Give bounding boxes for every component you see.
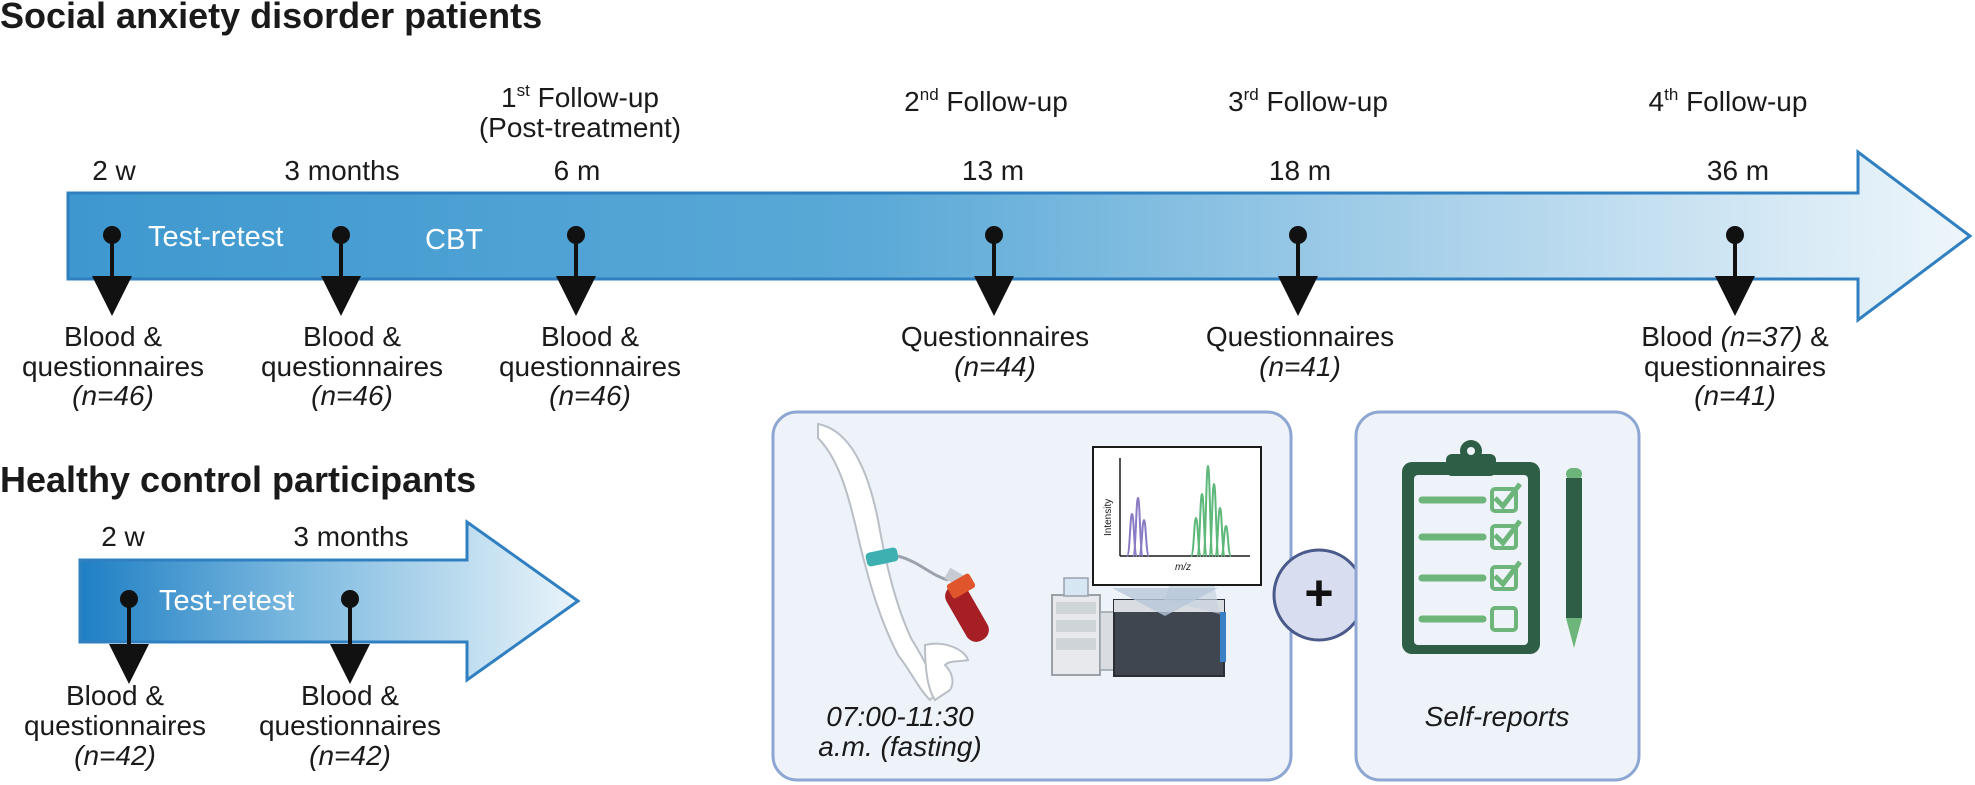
hc-time-label-2w: 2 w <box>101 521 145 552</box>
hc-phase-test-retest: Test-retest <box>159 585 294 617</box>
svg-text:questionnaires: questionnaires <box>1644 351 1826 382</box>
svg-text:(n=46): (n=46) <box>72 380 154 411</box>
phase-cbt: CBT <box>425 224 483 256</box>
time-label-6m: 6 m <box>554 155 601 186</box>
time-label-18m: 18 m <box>1269 155 1331 186</box>
svg-text:(n=41): (n=41) <box>1259 351 1341 382</box>
hc-time-label-3months: 3 months <box>293 521 408 552</box>
spectrum-x-axis-label: m/z <box>1175 562 1191 573</box>
sad-timeline-arrow <box>66 149 1973 323</box>
svg-text:+: + <box>1304 565 1333 621</box>
spectrum-peak <box>1220 524 1232 557</box>
sample-desc-13m: Questionnaires (n=44) <box>901 321 1089 382</box>
sample-desc-3months: Blood & questionnaires (n=46) <box>261 321 443 411</box>
followup-1-header: 1st Follow-up (Post-treatment) <box>479 81 681 143</box>
clipboard-icon <box>1402 440 1540 654</box>
svg-text:(n=42): (n=42) <box>309 740 391 771</box>
svg-text:Blood &: Blood & <box>66 680 164 711</box>
timeline-pin <box>556 226 596 316</box>
hc-sample-desc-3months: Blood & questionnaires (n=42) <box>259 680 441 771</box>
followup-4-header: 4th Follow-up <box>1649 85 1808 117</box>
sad-title: Social anxiety disorder patients <box>0 0 542 36</box>
svg-text:Questionnaires: Questionnaires <box>901 321 1089 352</box>
blood-time-line2: a.m. (fasting) <box>818 731 981 762</box>
svg-text:(n=41): (n=41) <box>1694 380 1776 411</box>
timeline-pin <box>321 226 361 316</box>
blood-time-line1: 07:00-11:30 <box>826 701 974 732</box>
timeline-pin <box>92 226 132 316</box>
followup-3-header: 3rd Follow-up <box>1228 85 1388 117</box>
hc-title: Healthy control participants <box>0 459 476 500</box>
arm-illustration <box>817 422 989 702</box>
svg-text:Blood &: Blood & <box>541 321 639 352</box>
time-label-13m: 13 m <box>962 155 1024 186</box>
spectrum-y-axis-label: Intensity <box>1103 499 1114 536</box>
timeline-pin <box>974 226 1014 316</box>
hc-timeline-arrow <box>78 519 581 683</box>
blood-sampling-panel: 07:00-11:30 a.m. (fasting) Intensity m/z <box>771 410 1293 782</box>
sample-desc-2w: Blood & questionnaires (n=46) <box>22 321 204 411</box>
timeline-pin <box>1715 226 1755 316</box>
mass-spectrum-plot: Intensity m/z <box>1092 446 1262 586</box>
svg-text:questionnaires: questionnaires <box>259 710 441 741</box>
svg-text:(n=44): (n=44) <box>954 351 1036 382</box>
time-label-2w: 2 w <box>92 155 136 186</box>
svg-text:Blood &: Blood & <box>301 680 399 711</box>
svg-text:Blood (n=37) &: Blood (n=37) & <box>1641 321 1829 352</box>
time-label-3months: 3 months <box>284 155 399 186</box>
svg-text:questionnaires: questionnaires <box>24 710 206 741</box>
svg-text:Blood &: Blood & <box>64 321 162 352</box>
followup-1-subtitle: (Post-treatment) <box>479 112 681 143</box>
sample-desc-36m: Blood (n=37) & questionnaires (n=41) <box>1641 321 1829 411</box>
svg-text:(n=42): (n=42) <box>74 740 156 771</box>
timeline-pin <box>1278 226 1318 316</box>
sample-desc-18m: Questionnaires (n=41) <box>1206 321 1394 382</box>
sample-desc-6m: Blood & questionnaires (n=46) <box>499 321 681 411</box>
time-label-36m: 36 m <box>1707 155 1769 186</box>
svg-text:1st Follow-up: 1st Follow-up <box>501 81 659 113</box>
plus-symbol: + <box>1272 548 1366 642</box>
svg-text:Blood &: Blood & <box>303 321 401 352</box>
spectrum-peaks <box>1126 464 1232 557</box>
spectrum-peak <box>1138 518 1150 557</box>
timeline-pin <box>109 590 149 684</box>
timeline-pin <box>330 590 370 684</box>
self-reports-label: Self-reports <box>1425 701 1570 732</box>
svg-text:Questionnaires: Questionnaires <box>1206 321 1394 352</box>
self-report-panel: Self-reports <box>1354 410 1641 782</box>
svg-text:(n=46): (n=46) <box>549 380 631 411</box>
followup-2-header: 2nd Follow-up <box>904 85 1068 117</box>
svg-text:(n=46): (n=46) <box>311 380 393 411</box>
lcms-instrument-illustration <box>1051 577 1226 677</box>
svg-text:questionnaires: questionnaires <box>261 351 443 382</box>
pencil-icon <box>1566 468 1582 648</box>
svg-text:questionnaires: questionnaires <box>499 351 681 382</box>
phase-test-retest: Test-retest <box>148 221 283 253</box>
hc-sample-desc-2w: Blood & questionnaires (n=42) <box>24 680 206 771</box>
svg-text:questionnaires: questionnaires <box>22 351 204 382</box>
